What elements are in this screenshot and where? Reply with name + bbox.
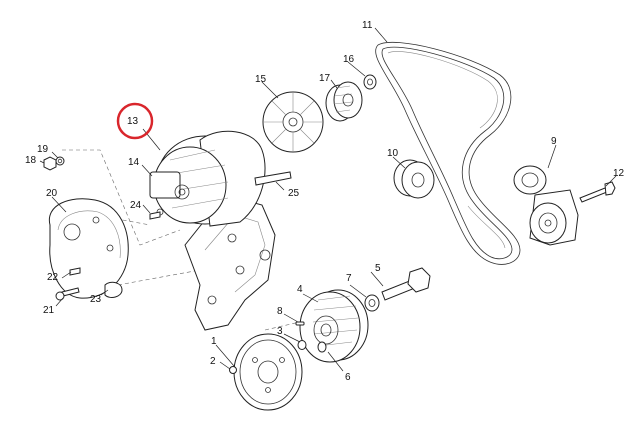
callout-16[interactable]: 16 bbox=[343, 54, 355, 65]
callout-6[interactable]: 6 bbox=[345, 372, 351, 383]
callout-14[interactable]: 14 bbox=[128, 157, 140, 168]
callout-19[interactable]: 19 bbox=[37, 144, 49, 155]
leader-lines bbox=[39, 27, 617, 372]
callout-15[interactable]: 15 bbox=[255, 74, 267, 85]
highlight-circle bbox=[116, 102, 154, 140]
drive-belt-part[interactable] bbox=[375, 41, 521, 265]
callout-8[interactable]: 8 bbox=[277, 306, 283, 317]
callout-24[interactable]: 24 bbox=[130, 200, 142, 211]
callout-22[interactable]: 22 bbox=[47, 272, 59, 283]
callout-10[interactable]: 10 bbox=[387, 148, 399, 159]
callout-18[interactable]: 18 bbox=[25, 155, 37, 166]
callout-25[interactable]: 25 bbox=[288, 188, 300, 199]
callout-1[interactable]: 1 bbox=[211, 336, 217, 347]
callout-4[interactable]: 4 bbox=[297, 284, 303, 295]
belt-tensioner-part[interactable] bbox=[513, 165, 579, 246]
tone-wheel-part[interactable] bbox=[233, 333, 303, 411]
callout-labels: 11 9 10 12 13 14 15 16 17 18 19 20 21 22… bbox=[25, 20, 625, 383]
callout-11[interactable]: 11 bbox=[362, 20, 373, 31]
pulley-nut-part[interactable] bbox=[363, 74, 377, 90]
callout-21[interactable]: 21 bbox=[43, 305, 55, 316]
callout-2[interactable]: 2 bbox=[210, 356, 216, 367]
tensioner-bolt-part[interactable] bbox=[579, 181, 616, 203]
callout-7[interactable]: 7 bbox=[346, 273, 352, 284]
callout-12[interactable]: 12 bbox=[613, 168, 625, 179]
callout-13[interactable]: 13 bbox=[127, 116, 139, 127]
callout-9[interactable]: 9 bbox=[551, 136, 557, 147]
small-fasteners-center[interactable] bbox=[149, 211, 327, 374]
callout-23[interactable]: 23 bbox=[90, 294, 102, 305]
alternator-part[interactable] bbox=[149, 130, 292, 227]
idler-pulley-part[interactable] bbox=[393, 159, 435, 199]
crank-washer-part[interactable] bbox=[364, 294, 380, 312]
fasteners-left[interactable] bbox=[43, 156, 123, 301]
alternator-pulley-part[interactable] bbox=[325, 81, 363, 122]
fan-part[interactable] bbox=[262, 91, 324, 153]
crankshaft-pulley-part[interactable] bbox=[299, 289, 369, 363]
callout-17[interactable]: 17 bbox=[319, 73, 331, 84]
callout-3[interactable]: 3 bbox=[277, 326, 283, 337]
crank-bolt-part[interactable] bbox=[381, 267, 431, 301]
callout-20[interactable]: 20 bbox=[46, 188, 58, 199]
callout-5[interactable]: 5 bbox=[375, 263, 381, 274]
